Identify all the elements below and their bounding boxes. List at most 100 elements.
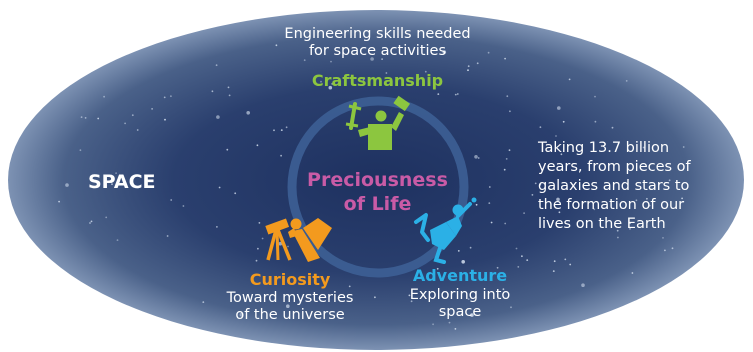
star	[131, 114, 134, 117]
craftsmanship-title: Craftsmanship	[311, 71, 444, 90]
star	[166, 235, 169, 237]
star	[539, 126, 542, 129]
curiosity-description-line: Toward mysteries	[226, 290, 354, 306]
star	[170, 199, 173, 201]
star	[454, 328, 457, 330]
star	[90, 220, 93, 223]
star	[488, 186, 491, 188]
star	[646, 197, 648, 200]
star	[509, 110, 511, 113]
star	[505, 158, 508, 160]
star	[531, 194, 534, 196]
star	[539, 183, 542, 186]
star	[151, 108, 154, 110]
star	[320, 80, 322, 83]
star	[510, 306, 512, 309]
star	[662, 237, 664, 239]
star	[216, 226, 218, 228]
star	[456, 93, 459, 95]
star	[681, 201, 684, 203]
star	[502, 288, 505, 291]
star	[474, 155, 478, 159]
star	[164, 118, 166, 121]
star	[508, 149, 511, 152]
star	[432, 323, 434, 326]
star	[170, 95, 172, 98]
star	[408, 294, 411, 297]
star	[280, 129, 283, 132]
star	[163, 96, 166, 99]
center-title-line: of Life	[343, 193, 412, 215]
star	[593, 208, 596, 211]
star	[517, 266, 520, 268]
star	[668, 179, 671, 182]
star	[239, 312, 244, 317]
star	[381, 58, 383, 60]
star	[115, 172, 117, 175]
adventure-title: Adventure	[412, 266, 508, 285]
star	[470, 313, 474, 317]
star	[227, 86, 230, 89]
star	[286, 304, 290, 309]
star	[560, 153, 563, 156]
center-ring	[287, 96, 469, 278]
star	[256, 144, 259, 147]
star	[58, 200, 60, 203]
center-title: Preciousness of Life	[290, 168, 465, 216]
star	[556, 197, 560, 202]
star	[261, 237, 264, 240]
star	[664, 249, 666, 252]
star	[410, 300, 413, 303]
star	[487, 51, 490, 54]
adventure-description-line: Exploring into	[409, 287, 511, 303]
star	[111, 183, 113, 186]
star	[97, 117, 100, 120]
star	[287, 245, 289, 248]
star	[124, 122, 126, 125]
star	[429, 278, 432, 281]
star	[504, 57, 506, 60]
star	[202, 301, 205, 303]
star	[448, 321, 451, 324]
right-description-line: Taking 13.7 billion	[538, 140, 670, 156]
star	[611, 126, 614, 129]
star	[568, 78, 571, 81]
star	[671, 247, 674, 250]
star	[526, 259, 529, 261]
star	[617, 236, 619, 239]
star	[504, 222, 507, 225]
star	[564, 258, 567, 261]
star	[226, 148, 229, 151]
star	[255, 259, 258, 262]
right-description: Taking 13.7 billion years, from pieces o…	[538, 139, 691, 234]
star	[534, 182, 537, 185]
star	[228, 94, 231, 97]
star	[103, 95, 105, 98]
star	[331, 83, 334, 85]
star	[557, 106, 561, 110]
star	[280, 154, 282, 157]
star	[454, 93, 457, 96]
star	[558, 211, 561, 214]
star	[635, 199, 638, 202]
craftsmanship-description-line: for space activities	[308, 43, 447, 59]
star	[681, 197, 683, 200]
star-field	[58, 44, 685, 330]
right-description-line: the formation of our	[538, 197, 685, 213]
star	[314, 48, 317, 51]
star	[105, 216, 108, 219]
star	[278, 241, 283, 246]
star	[182, 205, 185, 207]
star	[461, 260, 466, 264]
star	[328, 85, 333, 90]
star	[424, 70, 427, 73]
star	[616, 229, 619, 232]
star	[682, 146, 685, 148]
star	[629, 228, 631, 230]
star	[467, 298, 470, 300]
star	[80, 116, 83, 118]
star	[476, 62, 479, 65]
right-description-line: galaxies and stars to	[538, 178, 690, 194]
telescope-figure-icon	[265, 218, 332, 262]
craftsmanship-description-line: Engineering skills needed	[284, 26, 471, 42]
